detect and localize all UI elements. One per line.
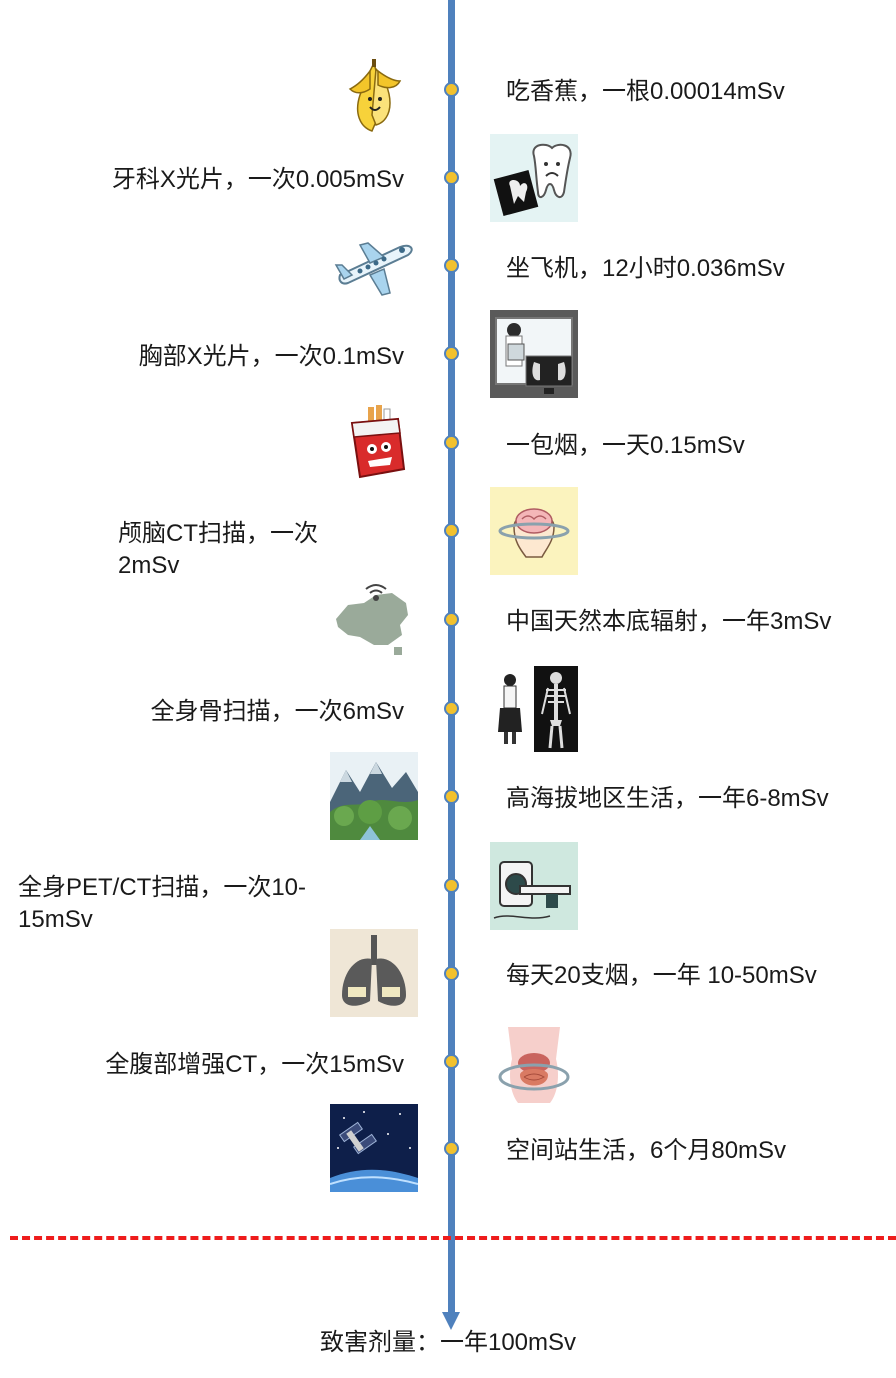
lethal-threshold-line: [10, 1236, 896, 1240]
airplane-icon: [330, 223, 418, 311]
mountain-icon: [330, 752, 418, 840]
timeline-dot: [444, 82, 459, 97]
timeline-item-label: 每天20支烟，一年 10-50mSv: [506, 962, 817, 989]
lungs-icon: [330, 929, 418, 1017]
skeleton-icon: [490, 664, 578, 752]
timeline-dot: [444, 1141, 459, 1156]
timeline-item-label: 全腹部增强CT，一次15mSv: [105, 1051, 404, 1078]
timeline-dot: [444, 170, 459, 185]
space-station-icon: [330, 1104, 418, 1192]
timeline-item-label: 牙科X光片，一次0.005mSv: [111, 166, 404, 193]
lethal-dose-label: 致害剂量：一年100mSv: [319, 1329, 577, 1356]
timeline-dot: [444, 701, 459, 716]
timeline-dot: [444, 346, 459, 361]
timeline-axis: [448, 0, 455, 1316]
timeline-dot: [444, 523, 459, 538]
timeline-dot: [444, 612, 459, 627]
cigarette-pack-icon: [330, 399, 418, 487]
timeline-item-label: 一包烟，一天0.15mSv: [506, 432, 745, 459]
abdomen-icon: [490, 1019, 578, 1107]
timeline-item-label: 空间站生活，6个月80mSv: [506, 1137, 787, 1164]
china-map-icon: [330, 575, 418, 663]
timeline-item-label: 胸部X光片，一次0.1mSv: [138, 343, 404, 370]
timeline-item-label: 全身PET/CT扫描，一次10-15mSv: [18, 874, 307, 933]
timeline-item-label: 坐飞机，12小时0.036mSv: [506, 255, 785, 282]
timeline-dot: [444, 878, 459, 893]
timeline-item-label: 中国天然本底辐射，一年3mSv: [506, 608, 832, 635]
brain-scan-icon: [490, 487, 578, 575]
ct-scanner-icon: [490, 842, 578, 930]
timeline-dot: [444, 258, 459, 273]
timeline-item-label: 全身骨扫描，一次6mSv: [150, 698, 404, 725]
timeline-dot: [444, 789, 459, 804]
timeline-item-label: 高海拔地区生活，一年6-8mSv: [506, 785, 829, 812]
timeline-arrow-icon: [442, 1312, 460, 1330]
timeline-dot: [444, 435, 459, 450]
timeline-dot: [444, 966, 459, 981]
banana-icon: [330, 55, 418, 143]
timeline-item-label: 吃香蕉，一根0.00014mSv: [506, 78, 785, 105]
timeline-item-label: 颅脑CT扫描，一次2mSv: [118, 520, 318, 579]
tooth-xray-icon: [490, 134, 578, 222]
chest-xray-icon: [490, 310, 578, 398]
timeline-dot: [444, 1054, 459, 1069]
